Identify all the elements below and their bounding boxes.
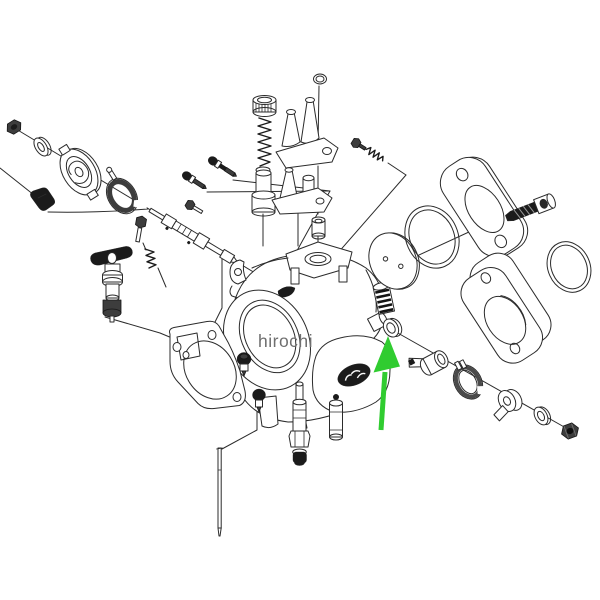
- mount-flange-gasket: [439, 156, 529, 258]
- pump-spring: [144, 248, 157, 269]
- clamp-ring: [105, 166, 148, 215]
- idle-screw-short: [182, 171, 207, 189]
- bowl-logo: [337, 363, 371, 387]
- o-ring-large: [404, 205, 460, 269]
- logo-mark: [277, 286, 296, 298]
- arrow-head: [373, 336, 400, 373]
- enrichener-bracket: [275, 137, 339, 169]
- jet-needle: [216, 447, 223, 537]
- idle-speed-screw: [251, 95, 277, 217]
- cup-washer: [33, 136, 52, 157]
- hex-nut-small: [561, 422, 579, 440]
- accelerator-pump-assembly: [90, 215, 157, 323]
- bowl-screw: [252, 388, 266, 402]
- diaphragm-disc: [368, 232, 420, 290]
- spacer-flange: [460, 252, 552, 364]
- clamp-spring: [452, 359, 491, 400]
- throttle-cam: [493, 389, 523, 422]
- watermark-text: hirochi: [258, 331, 313, 351]
- o-ring-small: [546, 241, 592, 293]
- bowl-hardware: [216, 352, 343, 537]
- allen-bolt: [505, 193, 556, 222]
- cable-adjuster: [148, 207, 239, 264]
- throttle-lever: [408, 350, 449, 376]
- spring: [372, 281, 396, 315]
- seal-washer: [382, 317, 403, 338]
- accelerator-pump: [90, 246, 133, 323]
- pilot-jet: [329, 394, 343, 441]
- small-hex-bolt: [184, 199, 204, 214]
- arrow-shaft: [378, 371, 388, 431]
- cable-elbow: [30, 187, 55, 211]
- idle-screw-long: [208, 156, 237, 177]
- throttle-cable-wheel: [58, 143, 102, 201]
- main-jet: [288, 381, 311, 466]
- base-gasket: [169, 320, 246, 410]
- pump-screw: [135, 215, 147, 243]
- cup-washer-small: [533, 406, 552, 426]
- hex-nut: [6, 119, 22, 135]
- vent-screw-spring: [350, 137, 384, 162]
- highlight-arrow: [373, 336, 400, 431]
- enrichener-bracket-assembly: [271, 73, 339, 240]
